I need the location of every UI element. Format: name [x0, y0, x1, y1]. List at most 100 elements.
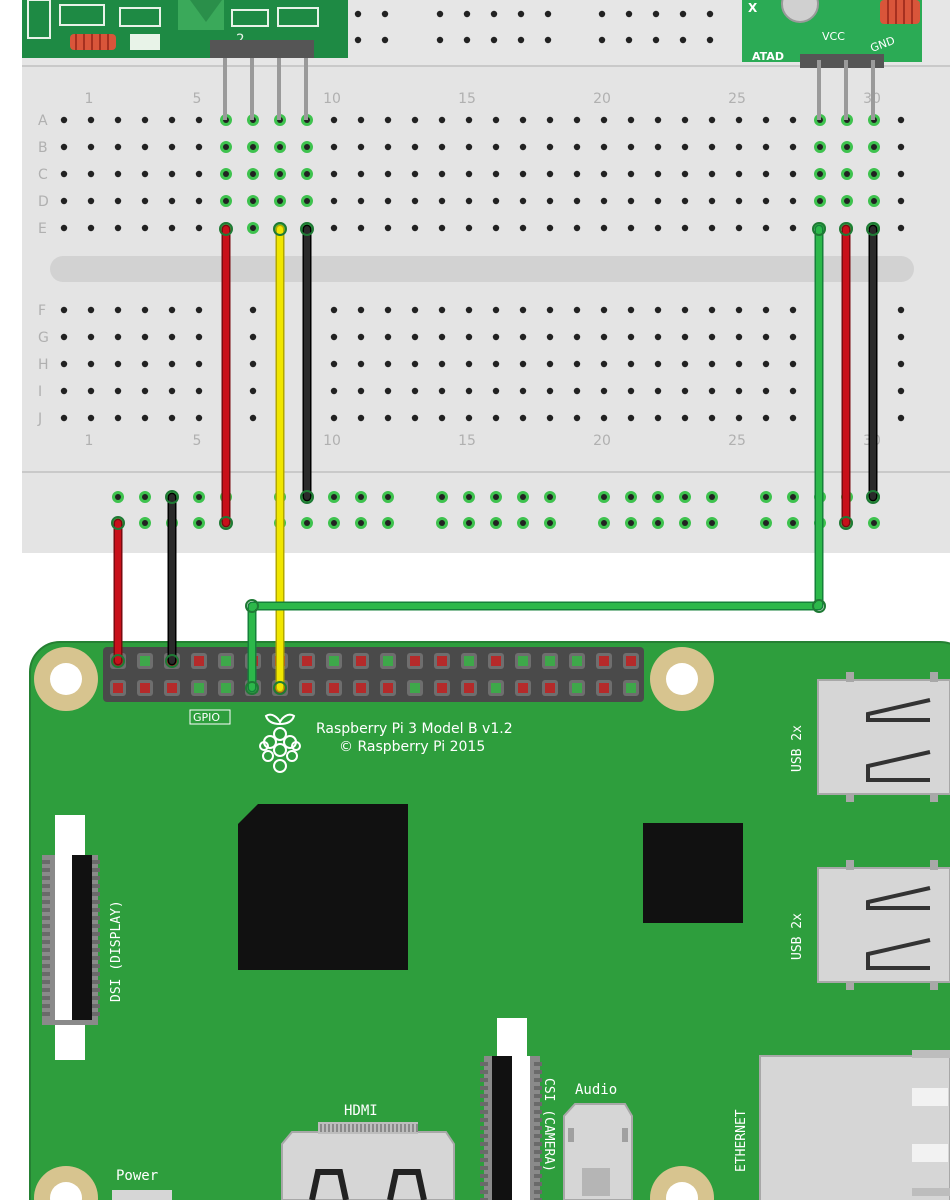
- wire-end: [273, 681, 287, 695]
- hole: [223, 198, 229, 204]
- hole: [114, 387, 122, 395]
- hole: [168, 414, 176, 422]
- column-number: 15: [458, 433, 476, 449]
- column-number: 1: [85, 433, 94, 449]
- hole: [357, 224, 365, 232]
- hole: [762, 306, 770, 314]
- hole: [141, 306, 149, 314]
- hole: [871, 198, 877, 204]
- hole: [762, 414, 770, 422]
- rail-hole: [463, 10, 471, 18]
- usb-label-1: USB 2x: [790, 725, 805, 772]
- hole: [195, 414, 203, 422]
- hole: [573, 143, 581, 151]
- hole: [708, 197, 716, 205]
- hole: [735, 170, 743, 178]
- hole: [654, 197, 662, 205]
- hole: [492, 116, 500, 124]
- hole: [708, 116, 716, 124]
- hole: [681, 224, 689, 232]
- hole: [357, 306, 365, 314]
- rail-hole: [304, 520, 310, 526]
- rail-hole: [682, 494, 688, 500]
- hole: [519, 197, 527, 205]
- rail-hole: [706, 36, 714, 44]
- hole: [600, 143, 608, 151]
- hole: [438, 360, 446, 368]
- hole: [465, 333, 473, 341]
- soc-chip: [238, 804, 408, 970]
- column-number: 15: [458, 91, 476, 107]
- hole: [735, 306, 743, 314]
- hole: [871, 171, 877, 177]
- hole: [573, 306, 581, 314]
- hole: [438, 306, 446, 314]
- hole: [357, 414, 365, 422]
- hole: [546, 116, 554, 124]
- hole: [573, 170, 581, 178]
- hole: [60, 224, 68, 232]
- hole: [654, 414, 662, 422]
- hole: [141, 387, 149, 395]
- hole: [573, 387, 581, 395]
- row-label: F: [38, 303, 46, 319]
- row-label: G: [38, 330, 49, 346]
- rail-hole: [652, 36, 660, 44]
- hole: [384, 360, 392, 368]
- wire-receiver-data-green: [247, 224, 824, 693]
- transmitter-header: [210, 40, 314, 58]
- csi-label: CSI (CAMERA): [541, 1078, 556, 1172]
- hole: [844, 171, 850, 177]
- hole: [627, 170, 635, 178]
- hole: [735, 197, 743, 205]
- hole: [762, 360, 770, 368]
- gpio-pin: [599, 683, 609, 693]
- wire-end: [245, 599, 259, 613]
- hole: [789, 143, 797, 151]
- hole: [492, 224, 500, 232]
- rail-hole: [436, 10, 444, 18]
- hole: [735, 360, 743, 368]
- hole: [357, 116, 365, 124]
- rail-hole: [381, 36, 389, 44]
- hole: [249, 387, 257, 395]
- hole: [789, 387, 797, 395]
- hole: [223, 171, 229, 177]
- column-number: 20: [593, 433, 611, 449]
- hole: [168, 197, 176, 205]
- rail-hole: [547, 494, 553, 500]
- hole: [384, 306, 392, 314]
- hole: [735, 116, 743, 124]
- hole: [492, 143, 500, 151]
- hole: [573, 333, 581, 341]
- hole: [168, 170, 176, 178]
- center-channel: [50, 256, 914, 282]
- hole: [762, 197, 770, 205]
- hole: [844, 144, 850, 150]
- hole: [114, 116, 122, 124]
- hole: [114, 306, 122, 314]
- hole: [141, 116, 149, 124]
- column-number: 5: [193, 433, 202, 449]
- micro-usb-power-port: [112, 1190, 172, 1200]
- hole: [708, 360, 716, 368]
- hole: [897, 170, 905, 178]
- wire-end: [111, 516, 125, 530]
- hole: [492, 306, 500, 314]
- rail-hole: [625, 36, 633, 44]
- hole: [277, 171, 283, 177]
- hole: [195, 116, 203, 124]
- hole: [330, 116, 338, 124]
- hole: [573, 197, 581, 205]
- row-label: A: [38, 113, 48, 129]
- rail-hole: [706, 10, 714, 18]
- hole: [330, 170, 338, 178]
- hole: [600, 360, 608, 368]
- hole: [141, 197, 149, 205]
- hole: [519, 116, 527, 124]
- rail-hole: [354, 36, 362, 44]
- hole: [817, 144, 823, 150]
- rf-receiver-module: X ATAD VCC GND: [742, 0, 922, 120]
- hole: [277, 144, 283, 150]
- hole: [897, 414, 905, 422]
